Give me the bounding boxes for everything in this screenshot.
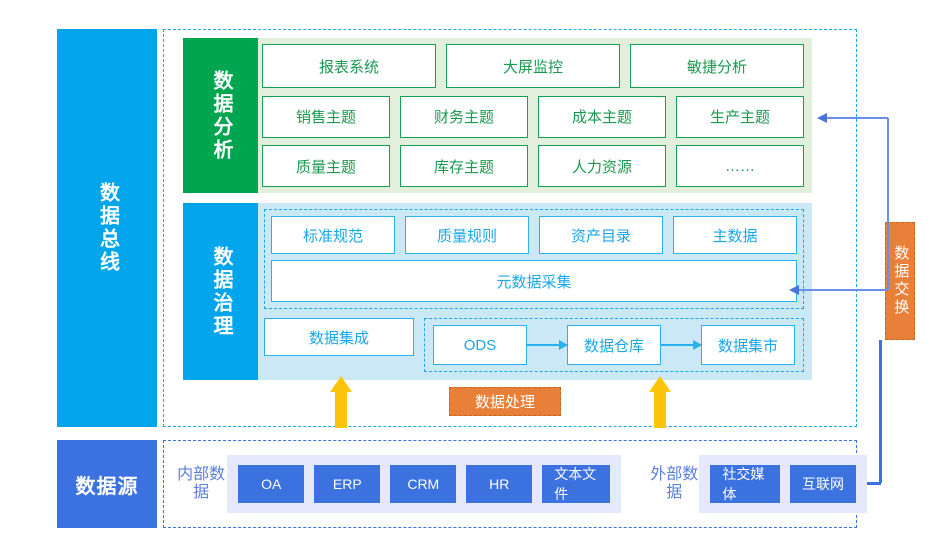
warehouse-pipeline: ODS 数据仓库 数据集市 — [424, 318, 804, 372]
data-analysis-band: 数据分析 报表系统 大屏监控 敏捷分析 销售主题 财务主题 成本主题 生产主题 … — [183, 38, 812, 193]
data-bus-label: 数据总线 — [96, 182, 119, 274]
data-analysis-grid: 报表系统 大屏监控 敏捷分析 销售主题 财务主题 成本主题 生产主题 质量主题 … — [258, 38, 812, 193]
data-exchange-label: 数据交换 — [892, 245, 910, 317]
analysis-row-1: 报表系统 大屏监控 敏捷分析 — [262, 44, 804, 88]
internal-data-title: 内部数据 — [177, 465, 226, 501]
data-source-rail: 数据源 — [57, 440, 157, 528]
data-exchange-badge[interactable]: 数据交换 — [885, 222, 915, 340]
pipeline-arrow-1-icon — [527, 340, 568, 350]
analysis-row-2: 销售主题 财务主题 成本主题 生产主题 — [262, 95, 804, 138]
analysis-item-hr[interactable]: 人力资源 — [538, 145, 666, 187]
analysis-item-inventory[interactable]: 库存主题 — [400, 145, 528, 187]
analysis-item-report[interactable]: 报表系统 — [262, 44, 436, 88]
governance-pipeline-group: 数据集成 ODS 数据仓库 数据集市 — [264, 318, 804, 372]
internal-data-group: 内部数据 OA ERP CRM HR 文本文件 — [175, 455, 621, 513]
upward-flow-arrow-right-icon — [649, 376, 671, 428]
data-analysis-label: 数据分析 — [210, 69, 232, 162]
data-governance-label: 数据治理 — [210, 245, 232, 338]
data-source-label: 数据源 — [75, 475, 139, 498]
external-data-group: 外部数据 社交媒体 互联网 — [649, 455, 867, 513]
platform-container — [163, 29, 857, 427]
source-connector-vertical — [879, 340, 882, 483]
source-chip-crm[interactable]: CRM — [390, 465, 457, 503]
internal-data-chips: OA ERP CRM HR 文本文件 — [227, 455, 621, 513]
analysis-item-production[interactable]: 生产主题 — [676, 95, 804, 138]
source-chip-oa[interactable]: OA — [238, 465, 305, 503]
analysis-item-finance[interactable]: 财务主题 — [400, 95, 528, 138]
external-data-chips: 社交媒体 互联网 — [699, 455, 867, 513]
analysis-item-bigscreen[interactable]: 大屏监控 — [446, 44, 620, 88]
gov-item-data-integration[interactable]: 数据集成 — [264, 318, 414, 356]
analysis-item-more[interactable]: …… — [676, 145, 804, 187]
data-processing-badge[interactable]: 数据处理 — [449, 387, 561, 416]
gov-item-quality-rule[interactable]: 质量规则 — [405, 216, 529, 254]
governance-standards-group: 标准规范 质量规则 资产目录 主数据 元数据采集 — [264, 209, 804, 309]
upward-flow-arrow-left-icon — [330, 376, 352, 428]
gov-item-asset-catalog[interactable]: 资产目录 — [539, 216, 663, 254]
pipeline-node-ods[interactable]: ODS — [433, 325, 527, 365]
source-chip-erp[interactable]: ERP — [314, 465, 381, 503]
analysis-row-3: 质量主题 库存主题 人力资源 …… — [262, 145, 804, 187]
gov-item-standard[interactable]: 标准规范 — [271, 216, 395, 254]
exchange-arrow-to-governance-icon — [789, 285, 888, 295]
analysis-item-sales[interactable]: 销售主题 — [262, 95, 390, 138]
source-chip-internet[interactable]: 互联网 — [790, 465, 856, 503]
source-chip-hr[interactable]: HR — [466, 465, 533, 503]
analysis-item-cost[interactable]: 成本主题 — [538, 95, 666, 138]
data-governance-label-block: 数据治理 — [183, 203, 258, 380]
pipeline-arrow-2-icon — [661, 340, 702, 350]
data-bus-rail: 数据总线 — [57, 29, 157, 427]
exchange-connector-vertical — [887, 118, 889, 290]
governance-rules-row: 标准规范 质量规则 资产目录 主数据 — [271, 216, 797, 254]
analysis-item-quality[interactable]: 质量主题 — [262, 145, 390, 187]
data-governance-band: 数据治理 标准规范 质量规则 资产目录 主数据 元数据采集 数据集成 ODS 数… — [183, 203, 812, 380]
data-source-row: 内部数据 OA ERP CRM HR 文本文件 外部数据 社交媒体 互联网 — [175, 452, 867, 516]
exchange-arrow-to-analysis-icon — [817, 113, 888, 123]
source-chip-social-media[interactable]: 社交媒体 — [710, 465, 780, 503]
governance-content: 标准规范 质量规则 资产目录 主数据 元数据采集 数据集成 ODS 数据仓库 数… — [258, 203, 812, 380]
pipeline-node-warehouse[interactable]: 数据仓库 — [567, 325, 661, 365]
data-analysis-label-block: 数据分析 — [183, 38, 258, 193]
pipeline-node-datamart[interactable]: 数据集市 — [701, 325, 795, 365]
gov-item-metadata-collection[interactable]: 元数据采集 — [271, 260, 797, 302]
analysis-item-agile[interactable]: 敏捷分析 — [630, 44, 804, 88]
gov-item-master-data[interactable]: 主数据 — [673, 216, 797, 254]
external-data-title: 外部数据 — [650, 465, 699, 501]
source-chip-textfile[interactable]: 文本文件 — [542, 465, 610, 503]
